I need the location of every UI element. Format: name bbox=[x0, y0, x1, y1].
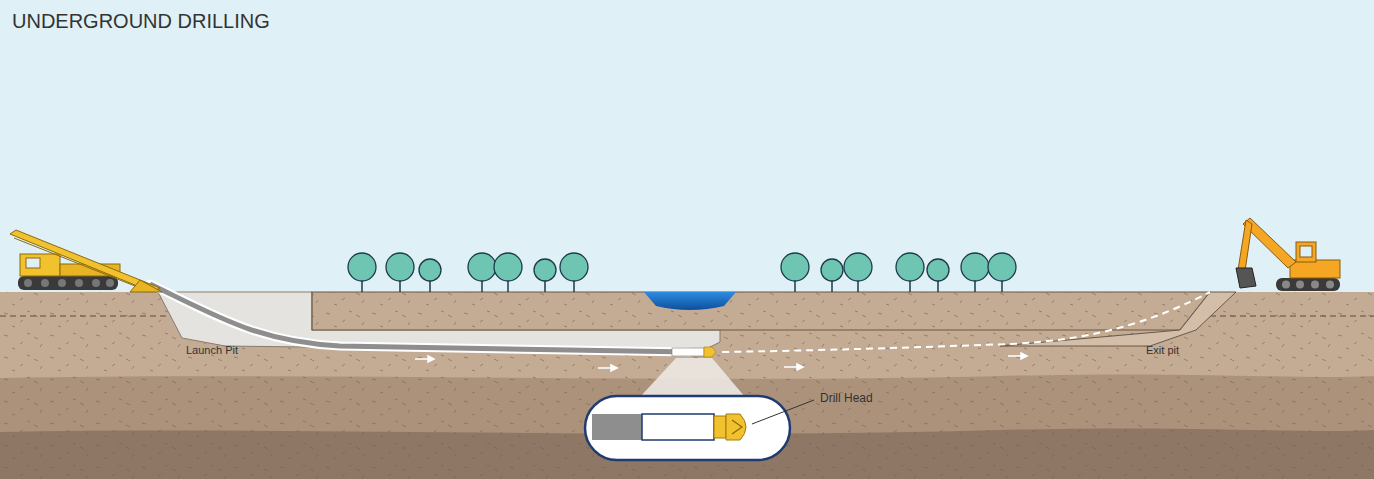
excavator bbox=[1236, 218, 1340, 291]
tree-crown bbox=[781, 253, 809, 281]
drill-rig bbox=[10, 230, 162, 292]
tree-crown bbox=[534, 259, 556, 281]
inset-pipe bbox=[592, 414, 642, 440]
planned-path bbox=[722, 292, 1210, 352]
cutter-teeth bbox=[732, 420, 742, 434]
tree-crown bbox=[419, 259, 441, 281]
tree-crown bbox=[386, 253, 414, 281]
surface-soil-block bbox=[312, 292, 1210, 330]
callout-label: Drill Head bbox=[820, 391, 873, 405]
tree-crown bbox=[844, 253, 872, 281]
pit-label: Launch Pit bbox=[186, 344, 238, 356]
inset-frame bbox=[585, 396, 790, 460]
direction-arrows bbox=[415, 353, 1027, 371]
inset-drill-head bbox=[726, 414, 746, 440]
drill-pipe bbox=[150, 284, 690, 352]
top-soil bbox=[0, 292, 1374, 479]
surface-soil-texture bbox=[312, 292, 1210, 330]
tree-crown bbox=[560, 253, 588, 281]
pit-label: Exit pit bbox=[1146, 344, 1179, 356]
leader-line bbox=[752, 400, 814, 424]
sky bbox=[0, 0, 1374, 292]
tree-crown bbox=[927, 259, 949, 281]
tree-crown bbox=[468, 253, 496, 281]
zoom-beam bbox=[640, 358, 745, 397]
drill-rod bbox=[672, 348, 704, 356]
tree-crown bbox=[348, 253, 376, 281]
tree-crown bbox=[988, 253, 1016, 281]
soil-texture bbox=[0, 292, 1374, 479]
tree-crown bbox=[961, 253, 989, 281]
pipe-outline bbox=[150, 284, 690, 352]
tree-crown bbox=[494, 253, 522, 281]
river bbox=[644, 292, 736, 310]
drill-head-small bbox=[704, 347, 716, 357]
inset-rod bbox=[642, 414, 714, 440]
exit-pit bbox=[1000, 292, 1236, 346]
inset-collar bbox=[714, 416, 726, 438]
tree-crown bbox=[896, 253, 924, 281]
tree-rows bbox=[348, 253, 1016, 292]
diagram-title: UNDERGROUND DRILLING bbox=[12, 10, 270, 33]
tree-crown bbox=[821, 259, 843, 281]
